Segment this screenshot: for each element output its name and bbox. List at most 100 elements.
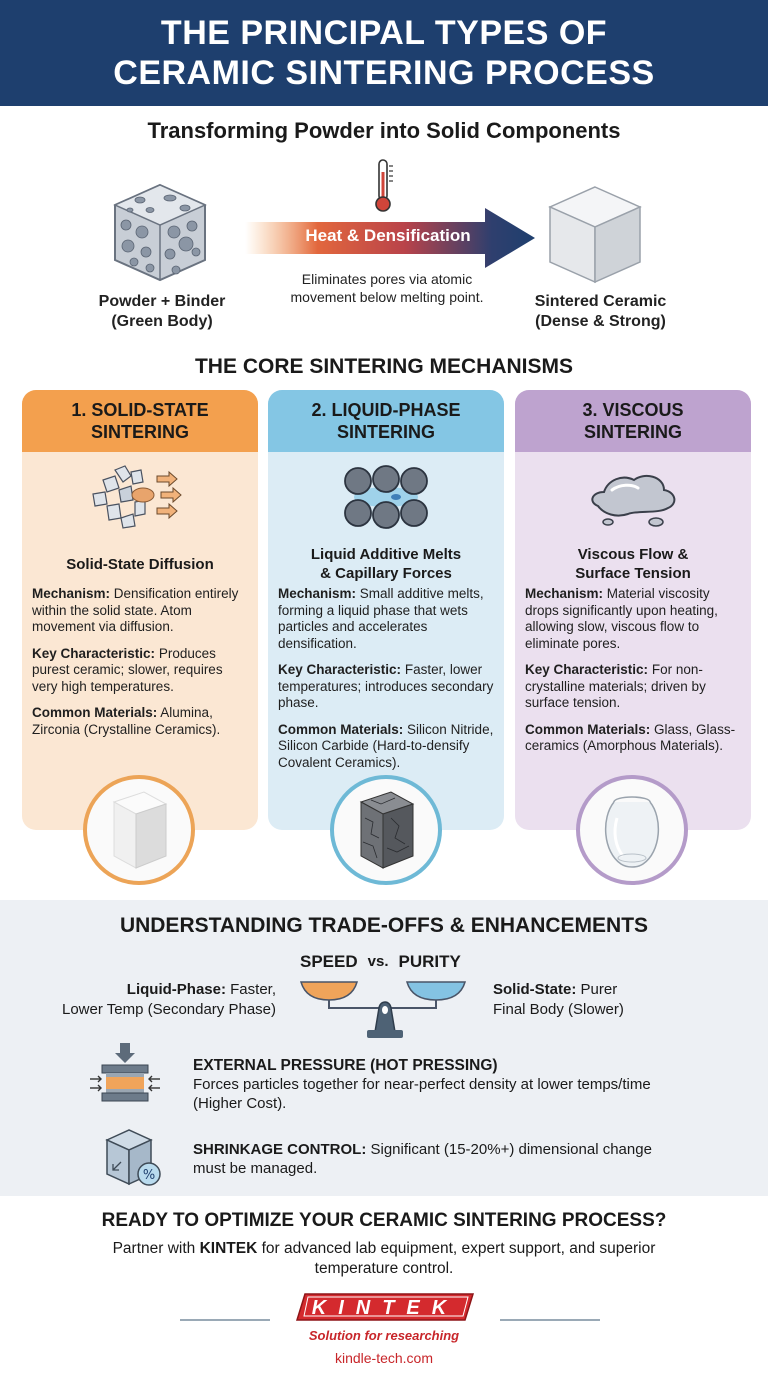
card-body: Mechanism: Material viscosity drops sign… <box>515 586 751 755</box>
external-pressure-text: Forces particles together for near-perfe… <box>193 1076 651 1112</box>
svg-text:%: % <box>143 1168 155 1183</box>
key-label: Key Characteristic: <box>32 645 156 661</box>
vs-label: vs. <box>367 953 389 970</box>
card-title-line-1: 3. VISCOUS <box>582 400 684 420</box>
cta-text: Partner with KINTEK for advanced lab equ… <box>84 1239 684 1279</box>
glass-bowl-image <box>576 775 688 885</box>
intro-title: Transforming Powder into Solid Component… <box>147 118 621 143</box>
materials-text: Silicon Nitride, Silicon Carbide (Hard-t… <box>278 721 494 770</box>
cta-title: READY TO OPTIMIZE YOUR CERAMIC SINTERING… <box>101 1210 667 1231</box>
sintered-ceramic-label: Sintered Ceramic (Dense & Strong) <box>518 292 683 332</box>
shrinkage-control-label: SHRINKAGE CONTROL: <box>193 1141 367 1158</box>
glass-bowl-icon <box>604 796 660 868</box>
grey-ceramic-block-image <box>330 775 442 885</box>
cta-brand: KINTEK <box>199 1240 258 1257</box>
materials-text: Glass, Glass-ceramics (Amorphous Materia… <box>525 721 736 754</box>
card-title-line-1: 1. SOLID-STATE <box>71 400 209 420</box>
page-title-line-1: THE PRINCIPAL TYPES OF <box>160 14 608 52</box>
viscous-blob-icon <box>591 474 676 527</box>
mechanism-paragraph: Mechanism: Densification entirely within… <box>32 586 248 636</box>
mechanism-label: Mechanism: <box>32 586 111 601</box>
card-header: 2. LIQUID-PHASE SINTERING <box>268 390 504 452</box>
card-body: Mechanism: Densification entirely within… <box>22 586 258 738</box>
thermometer-icon <box>375 159 393 212</box>
white-block-icon <box>112 791 168 869</box>
shrinkage-control-text: Significant (15-20%+) dimensional change… <box>193 1141 652 1177</box>
materials-paragraph: Common Materials: Silicon Nitride, Silic… <box>278 722 494 772</box>
cta-text-before: Partner with <box>112 1240 196 1257</box>
card-subtitle-line-1: Liquid Additive Melts <box>310 546 462 563</box>
cta-text-after: for advanced lab equipment, expert suppo… <box>261 1240 656 1277</box>
liquid-phase-text-2: Lower Temp (Secondary Phase) <box>62 1001 276 1018</box>
tradeoffs-section: UNDERSTANDING TRADE-OFFS & ENHANCEMENTS … <box>0 900 768 1196</box>
card-subtitle: Viscous Flow & Surface Tension <box>515 542 751 586</box>
key-label: Key Characteristic: <box>525 662 649 677</box>
mechanism-text: Material viscosity drops significantly u… <box>525 586 718 651</box>
tradeoffs-title: UNDERSTANDING TRADE-OFFS & ENHANCEMENTS <box>119 914 649 937</box>
external-pressure-title: EXTERNAL PRESSURE (HOT PRESSING) <box>193 1057 498 1074</box>
porous-cube-icon <box>113 183 207 282</box>
solid-state-text-2: Final Body (Slower) <box>493 1001 624 1018</box>
materials-label: Common Materials: <box>32 705 158 720</box>
shrinkage-control-block: SHRINKAGE CONTROL: Significant (15-20%+)… <box>193 1140 663 1178</box>
header-banner: THE PRINCIPAL TYPES OF CERAMIC SINTERING… <box>0 0 768 106</box>
mechanism-label: Mechanism: <box>278 586 357 601</box>
card-subtitle-line-2: Surface Tension <box>575 565 691 582</box>
grey-block-icon <box>359 791 415 869</box>
logo-text: KINTEK <box>312 1297 458 1319</box>
heat-densification-arrow <box>245 208 535 268</box>
key-paragraph: Key Characteristic: For non-crystalline … <box>525 662 741 712</box>
hot-press-icon <box>90 1043 160 1102</box>
mechanism-paragraph: Mechanism: Material viscosity drops sign… <box>525 586 741 652</box>
key-text: For non-crystalline materials; driven by… <box>525 662 706 710</box>
solid-state-label: Solid-State: <box>493 981 577 998</box>
card-subtitle-line-1: Viscous Flow & <box>577 546 689 563</box>
footer-divider-left <box>180 1319 270 1321</box>
particles-liquid-icon <box>344 465 428 529</box>
card-title-line-1: 2. LIQUID-PHASE <box>311 400 461 420</box>
sintered-ceramic-label-line-1: Sintered Ceramic <box>534 293 667 310</box>
materials-label: Common Materials: <box>525 721 651 737</box>
kintek-logo[interactable]: KINTEK <box>295 1292 475 1322</box>
card-viscous: 3. VISCOUS SINTERING Viscous Flow & Surf… <box>515 390 751 830</box>
speed-label: SPEED <box>300 952 358 971</box>
card-title-line-2: SINTERING <box>336 422 435 442</box>
card-body: Mechanism: Small additive melts, forming… <box>268 586 504 771</box>
mechanism-text: Small additive melts, forming a liquid p… <box>278 586 484 651</box>
key-paragraph: Key Characteristic: Produces purest cera… <box>32 646 248 696</box>
footer-divider-right <box>500 1319 600 1321</box>
green-body-label-line-2: (Green Body) <box>111 313 213 330</box>
liquid-phase-label: Liquid-Phase: <box>126 981 226 998</box>
mechanism-paragraph: Mechanism: Small additive melts, forming… <box>278 586 494 652</box>
arrow-label: Heat & Densification <box>305 226 471 245</box>
mechanisms-title: THE CORE SINTERING MECHANISMS <box>194 355 574 378</box>
white-ceramic-block-image <box>83 775 195 885</box>
speed-vs-purity: SPEED vs. PURITY <box>300 952 470 972</box>
card-liquid-phase: 2. LIQUID-PHASE SINTERING Liquid Additiv… <box>268 390 504 830</box>
key-paragraph: Key Characteristic: Faster, lower temper… <box>278 662 494 712</box>
logo-tagline: Solution for researching <box>308 1328 460 1343</box>
liquid-phase-tradeoff: Liquid-Phase: Faster, Lower Temp (Second… <box>20 980 276 1020</box>
card-subtitle: Solid-State Diffusion <box>22 542 258 586</box>
arrow-subtext-line-1: Eliminates pores via atomic <box>301 271 473 287</box>
green-body-label-line-1: Powder + Binder <box>98 293 226 310</box>
key-text: Faster, lower temperatures; introduces s… <box>278 662 494 710</box>
mechanism-text: Densification entirely within the solid … <box>32 586 239 634</box>
website-link[interactable]: kindle-tech.com <box>334 1350 434 1366</box>
materials-paragraph: Common Materials: Glass, Glass-ceramics … <box>525 722 741 755</box>
solid-state-text-1: Purer <box>580 981 618 998</box>
crystal-diffusion-icon <box>92 465 182 529</box>
balance-scale-icon <box>300 981 466 1038</box>
card-solid-state: 1. SOLID-STATE SINTERING Solid-State Dif… <box>22 390 258 830</box>
purity-label: PURITY <box>398 952 461 971</box>
liquid-phase-text-1: Faster, <box>230 981 276 998</box>
card-header: 3. VISCOUS SINTERING <box>515 390 751 452</box>
solid-state-tradeoff: Solid-State: Purer Final Body (Slower) <box>493 980 713 1020</box>
key-text: Produces purest ceramic; slower, require… <box>32 645 223 694</box>
green-body-label: Powder + Binder (Green Body) <box>92 292 232 332</box>
sintered-ceramic-label-line-2: (Dense & Strong) <box>535 313 666 330</box>
card-title-line-2: SINTERING <box>583 422 682 442</box>
dense-cube-icon <box>548 186 642 284</box>
materials-paragraph: Common Materials: Alumina, Zirconia (Cry… <box>32 705 248 738</box>
card-title-line-2: SINTERING <box>90 422 189 442</box>
